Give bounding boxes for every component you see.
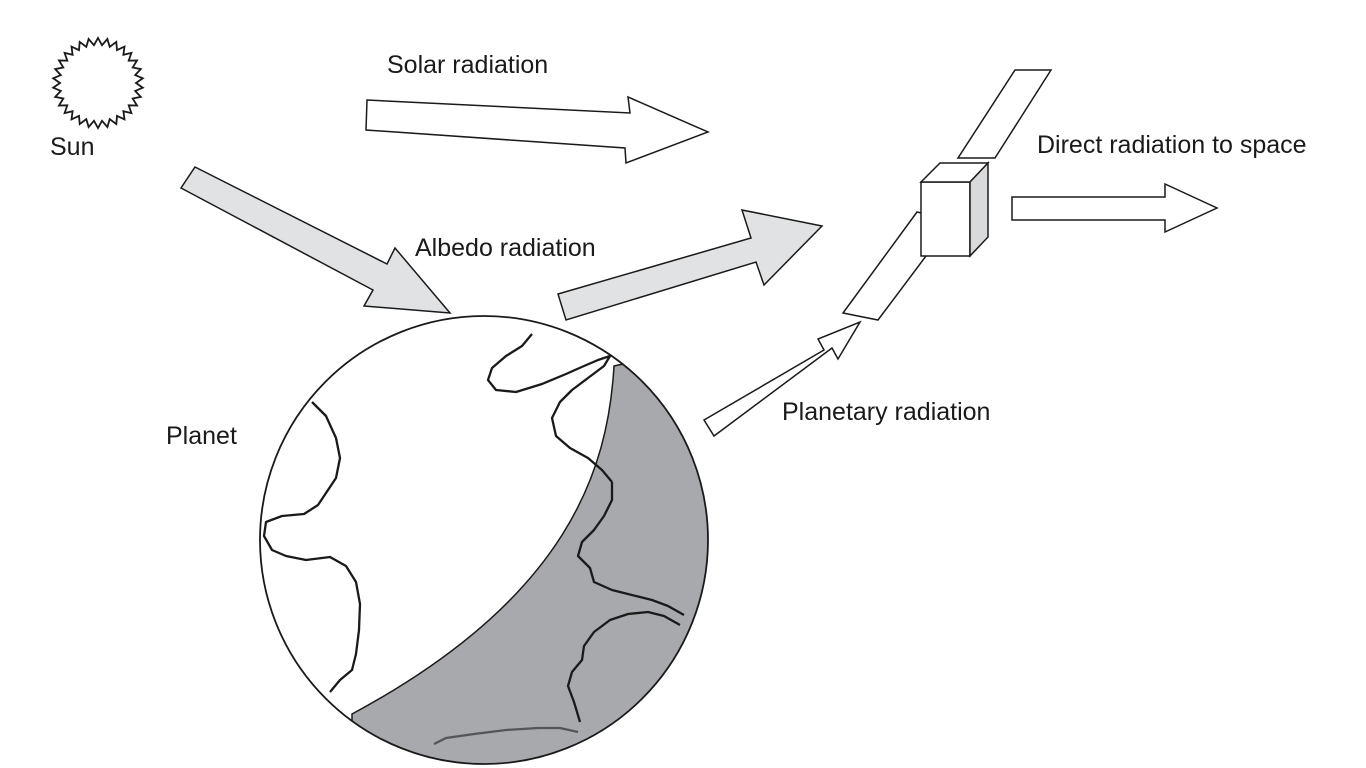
incoming-solar-arrow	[179, 166, 452, 314]
coastline-south	[566, 610, 681, 723]
satellite-body-front	[920, 181, 971, 257]
planetary-radiation-label: Planetary radiation	[782, 398, 990, 426]
planet	[259, 315, 709, 765]
planet-label: Planet	[166, 422, 237, 450]
satellite-body-side	[969, 161, 989, 258]
coastline-west	[262, 401, 362, 693]
albedo-radiation-label: Albedo radiation	[415, 234, 596, 262]
coastline-east	[576, 482, 685, 617]
planetary-radiation-arrow	[702, 320, 862, 438]
sun-label: Sun	[50, 133, 94, 161]
coastline-bottom	[433, 726, 579, 746]
solar-radiation-arrow	[365, 95, 710, 165]
planet-night-side	[351, 339, 708, 764]
albedo-radiation-arrow	[557, 209, 824, 321]
direct-radiation-label: Direct radiation to space	[1037, 131, 1307, 159]
sun-icon	[51, 36, 145, 130]
solar-radiation-label: Solar radiation	[387, 51, 548, 79]
coastline-north	[486, 333, 613, 483]
satellite	[841, 69, 1053, 321]
direct-radiation-arrow	[1011, 182, 1219, 234]
satellite-solar-panel-upper	[956, 69, 1053, 159]
